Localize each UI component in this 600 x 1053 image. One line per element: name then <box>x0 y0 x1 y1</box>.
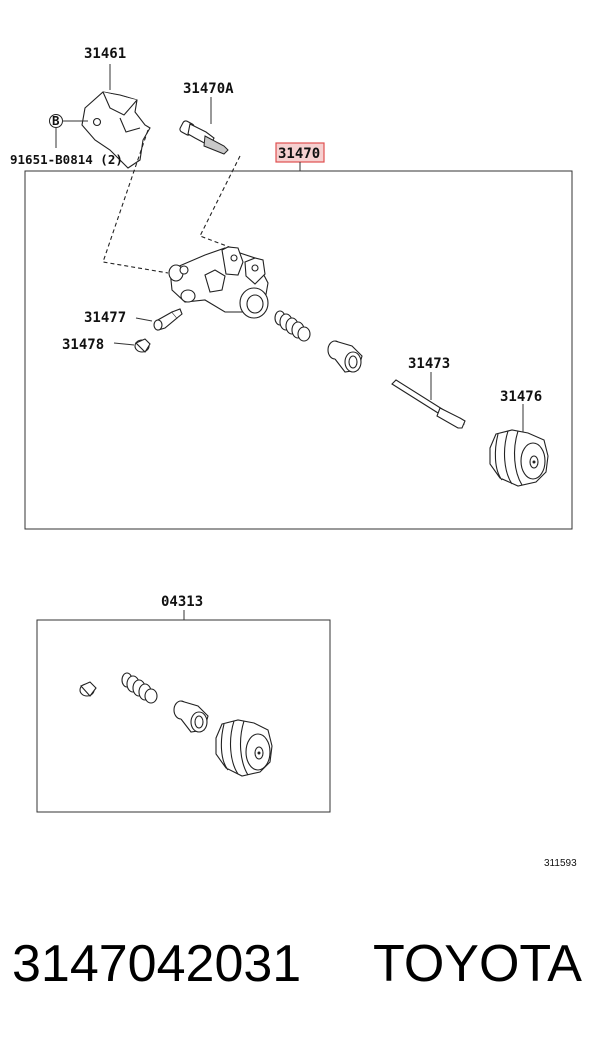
bracket-31461[interactable] <box>81 91 151 169</box>
bolt-marker-b: B <box>49 113 88 148</box>
label-31473: 31473 <box>408 356 450 372</box>
label-91651-B0814: 91651-B0814 (2) <box>10 152 123 167</box>
label-31477: 31477 <box>84 310 126 326</box>
spring[interactable] <box>274 310 311 342</box>
label-31476: 31476 <box>500 389 542 405</box>
part-number: 3147042031 <box>12 935 302 993</box>
plug-31477[interactable] <box>153 308 183 331</box>
brand-name: TOYOTA <box>373 935 582 993</box>
label-31470: 31470 <box>278 146 320 162</box>
bleeder-31470A[interactable] <box>179 120 229 155</box>
cylinder-body-31470[interactable] <box>168 246 269 319</box>
label-04313: 04313 <box>161 594 203 610</box>
cap-31478[interactable] <box>134 338 151 353</box>
dashed-leader-bracket <box>102 129 169 274</box>
kit-piston-cup[interactable] <box>173 700 209 733</box>
highlight-31470[interactable]: 31470 <box>275 142 325 163</box>
kit-boot[interactable] <box>215 719 273 777</box>
kit-box <box>36 619 331 813</box>
svg-text:B: B <box>52 113 60 128</box>
label-31478: 31478 <box>62 337 104 353</box>
figure-code: 311593 <box>544 858 577 869</box>
label-31470A: 31470A <box>183 81 234 97</box>
boot-31476[interactable] <box>489 429 549 487</box>
assembly-box <box>24 170 573 530</box>
kit-cap[interactable] <box>79 681 97 697</box>
dashed-leader-bleeder <box>199 155 241 249</box>
kit-spring[interactable] <box>121 672 158 704</box>
label-31461: 31461 <box>84 46 126 62</box>
piston-cup[interactable] <box>327 340 363 373</box>
push-rod-31473[interactable] <box>391 379 466 429</box>
